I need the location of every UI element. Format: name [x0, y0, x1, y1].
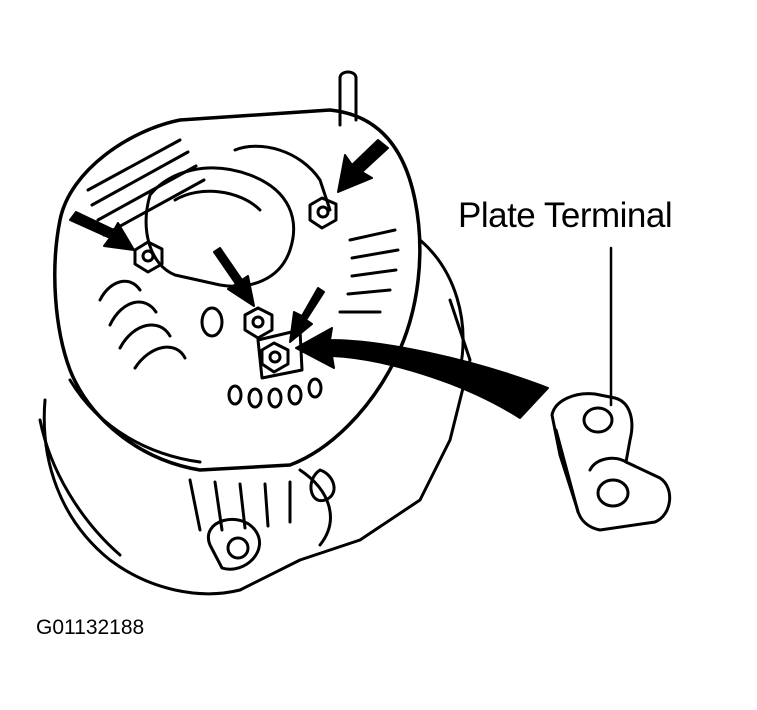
arrow-left: [69, 211, 135, 251]
alternator-rear-cover: [53, 70, 422, 472]
plate-terminal-part: [550, 392, 671, 532]
terminal-nuts: [133, 196, 338, 380]
arrow-top-right: [337, 139, 389, 193]
alternator-lower-housing: [38, 238, 472, 596]
plate-terminal-label: Plate Terminal: [458, 196, 673, 235]
arrow-center: [213, 247, 255, 307]
pointer-arrows: [69, 139, 549, 419]
arrow-lower-center: [289, 287, 325, 343]
arrow-plate-terminal: [295, 327, 549, 419]
figure-id-label: G01132188: [36, 616, 145, 639]
